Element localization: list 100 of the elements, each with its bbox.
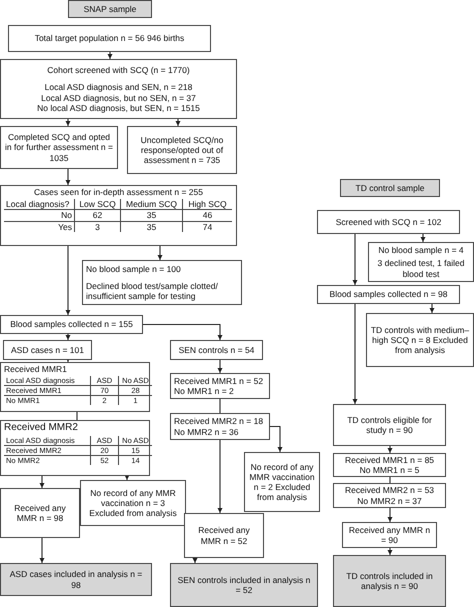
process-box (368, 242, 474, 282)
box-text: Received MMR1 n = 85 (344, 454, 436, 465)
arrow (66, 168, 70, 186)
process-box (170, 373, 270, 399)
process-box (0, 126, 118, 169)
box-text: No blood sample n = 4 (377, 245, 465, 256)
connector-line (76, 412, 78, 420)
box-text: Received any MMR n = 98 (13, 502, 67, 524)
process-box (8, 25, 211, 52)
process-box (0, 185, 237, 246)
box-text: No record of any MMR vaccination n = 3 Excluded from analysis (88, 488, 178, 518)
box-text: Received MMR2 n = 18 (174, 416, 264, 426)
box-text: Total target population n = 56 946 births (34, 33, 186, 44)
box-text: TD controls eligible for study n = 90 (346, 414, 433, 436)
outcome-box (170, 563, 318, 607)
process-box (0, 420, 150, 476)
box-text: Received MMR1 (4, 364, 68, 374)
column-header: Low SCQ (74, 199, 120, 210)
arrow (158, 246, 162, 260)
process-box (333, 483, 446, 508)
arrow (388, 548, 392, 556)
count-value: 35 (120, 210, 182, 222)
process-box (184, 513, 264, 558)
arrow (108, 52, 112, 60)
header-text: TD control sample (354, 182, 426, 194)
box-text: Received MMR2 (4, 422, 79, 434)
arrow (420, 234, 426, 242)
process-box (82, 260, 242, 305)
box-text: Uncompleted SCQ/no response/opted out of assessment n = 735 (140, 134, 224, 166)
process-box (3, 340, 92, 360)
detail-text: Local ASD diagnosis, but no SEN, n = 37 (40, 92, 197, 103)
box-text: Received any MMR n = 52 (197, 525, 251, 546)
row-label: Yes (57, 222, 73, 232)
arrow (352, 234, 358, 286)
process-box (170, 340, 263, 360)
column-header: High SCQ (182, 199, 232, 210)
process-box (0, 488, 80, 538)
process-box (317, 210, 460, 234)
row-label: No (4, 210, 74, 222)
arrow (218, 440, 222, 514)
box-text: TD controls included in analysis n = 90 (345, 570, 434, 592)
arrow (66, 334, 70, 340)
box-text: Cohort screened with SCQ (n = 1770) (46, 65, 191, 76)
arrow (192, 558, 198, 564)
arrow (40, 538, 44, 564)
arrow (40, 476, 44, 488)
process-box (333, 453, 446, 477)
box-text: TD controls with medium–high SCQ n = 8 Excluded from analysis (370, 324, 470, 356)
column-header: Medium SCQ (120, 199, 182, 210)
process-box (0, 59, 237, 119)
arrow (66, 246, 70, 316)
detail-text: No local ASD diagnosis, but SEN, n = 1515 (36, 102, 201, 113)
box-text: ASD cases n = 101 (10, 344, 85, 356)
box-text: Completed SCQ and opted in for further assessment n = 1035 (4, 132, 114, 163)
outcome-box (0, 563, 152, 596)
detail-text: No MMR2 n = 37 (356, 496, 423, 506)
sample-header (68, 0, 152, 18)
detail-text: No MMR1 n = 5 (358, 465, 420, 476)
count-value: 74 (182, 222, 232, 232)
box-text: Received MMR1 n = 52 (174, 376, 264, 386)
arrow (352, 304, 358, 404)
process-box (0, 362, 150, 412)
box-text: ASD cases included in analysis n = 98 (8, 569, 144, 590)
detail-text: No MMR1 n = 2 (174, 386, 235, 396)
arrow (66, 118, 70, 126)
process-box (0, 315, 143, 334)
count-value: 62 (74, 210, 120, 222)
process-box (127, 126, 237, 174)
arrow (176, 118, 180, 126)
detail-text: No MMR2 n = 36 (174, 426, 240, 437)
process-box (333, 404, 446, 446)
box-text: SEN controls n = 54 (178, 344, 256, 356)
process-box (244, 452, 320, 512)
count-value: 46 (182, 210, 232, 222)
arrow (270, 426, 282, 452)
process-box (342, 522, 437, 548)
box-text: No blood sample n = 100 (86, 264, 182, 274)
sample-header (340, 179, 440, 197)
process-box (366, 313, 474, 367)
column-header: Local diagnosis? (4, 199, 74, 210)
arrow (388, 508, 392, 522)
process-box (80, 480, 186, 526)
process-box (317, 285, 460, 304)
box-text: Received MMR2 n = 53 (344, 485, 436, 496)
box-text: Received any MMR n = 90 (348, 524, 432, 546)
outcome-box (333, 555, 446, 607)
detail-text: Declined blood test/sample clotted/ insufficient sample for testing (86, 280, 219, 302)
arrow (142, 324, 222, 340)
box-text: Cases seen for in-depth assessment n = 255 (33, 187, 204, 198)
box-text: Screened with SCQ n = 102 (334, 216, 442, 228)
count-value: 35 (120, 222, 182, 232)
detail-text: Local ASD diagnosis and SEN, n = 218 (44, 82, 194, 92)
box-text: No record of any MMR vaccination n = 2 Excluded from analysis (248, 462, 316, 502)
header-text: SNAP sample (82, 4, 138, 14)
box-text: Blood samples collected n = 98 (328, 289, 448, 300)
detail-text: 3 declined test, 1 failed blood test (376, 258, 466, 279)
arrow (388, 446, 392, 454)
box-text: Blood samples collected n = 155 (9, 319, 134, 330)
box-text: SEN controls included in analysis n = 52 (176, 574, 312, 596)
arrow (124, 475, 130, 480)
